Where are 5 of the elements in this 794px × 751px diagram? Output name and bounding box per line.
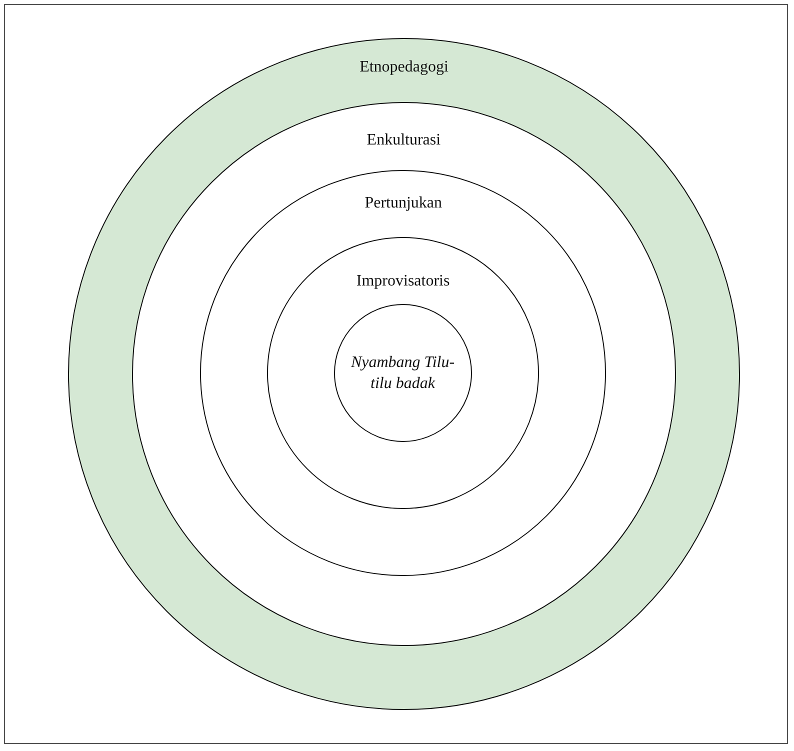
ring-label: Improvisatoris — [356, 272, 450, 292]
ring-label: Pertunjukan — [364, 194, 442, 214]
ring-label: Etnopedagogi — [360, 58, 448, 78]
ring-label: Enkulturasi — [366, 130, 441, 150]
ring-label: Nyambang Tilu-tilu badak — [350, 352, 456, 394]
